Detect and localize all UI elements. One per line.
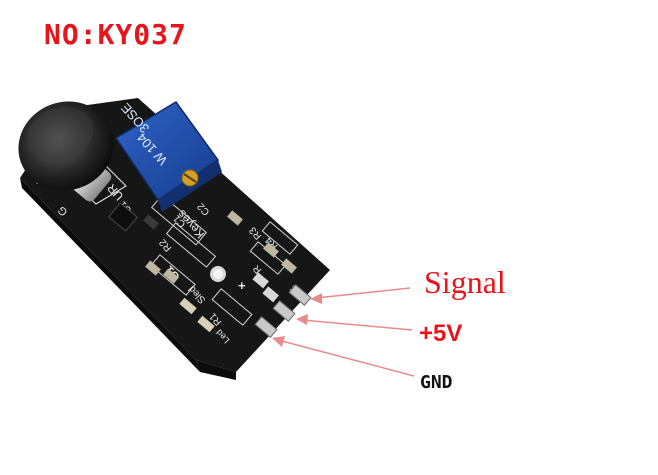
page-title: NO:KY037 [44,18,187,51]
gnd-pin-label: GND [420,372,453,393]
signal-pin-label: Signal [424,264,506,300]
smd-components [108,202,297,333]
silk-plus: + [238,278,246,293]
pin-arrows [272,287,415,377]
potentiometer: 3OSE W 104 [114,100,222,212]
header-pins [254,284,312,338]
vcc-pin-label: +5V [419,320,463,347]
microphone [18,101,114,202]
